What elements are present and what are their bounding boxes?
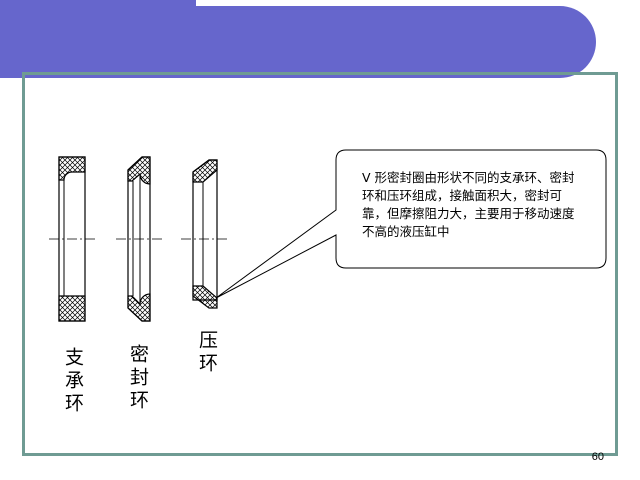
support-ring-drawing	[49, 156, 95, 322]
header-banner	[0, 0, 596, 78]
callout-bubble	[215, 149, 607, 299]
banner-shape	[0, 6, 596, 78]
support-ring-label: 支承环	[62, 347, 84, 416]
content-frame	[22, 72, 618, 456]
banner-top-strip	[0, 0, 196, 6]
callout-text: V 形密封圈由形状不同的支承环、密封环和压环组成，接触面积大，密封可靠，但摩擦阻…	[362, 170, 575, 239]
page-number: 60	[591, 451, 604, 463]
pressure-ring-label: 压环	[196, 330, 218, 376]
pressure-ring-drawing	[181, 159, 227, 309]
seal-ring-drawing	[116, 156, 162, 322]
seal-ring-label: 密封环	[127, 344, 149, 413]
